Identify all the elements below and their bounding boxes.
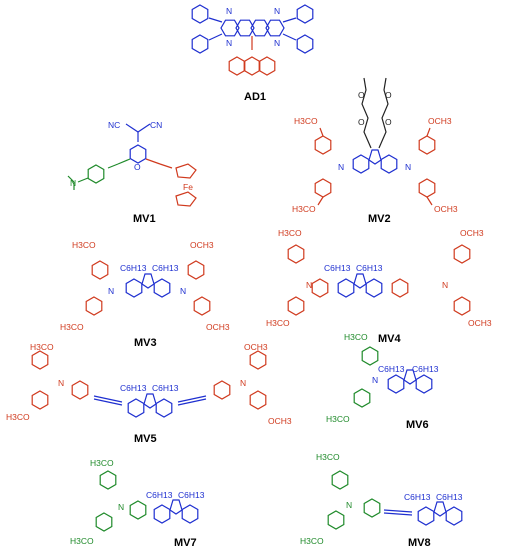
- methoxy-group: OCH3: [434, 204, 458, 214]
- label-mv8: MV8: [408, 537, 431, 549]
- molecule-mv4: C6H13 C6H13 N N H3CO H3CO OCH3 OCH3 MV4: [266, 228, 492, 345]
- alkyl-chain: C6H13: [120, 383, 147, 393]
- methoxy-group: H3CO: [30, 342, 54, 352]
- alkyl-chain: C6H13: [152, 383, 179, 393]
- label-mv6: MV6: [406, 419, 429, 431]
- label-mv5: MV5: [134, 433, 157, 445]
- atom-n: N: [405, 162, 411, 172]
- atom-n: N: [338, 162, 344, 172]
- alkyl-chain: C6H13: [324, 263, 351, 273]
- molecule-mv7: C6H13 C6H13 N H3CO H3CO MV7: [70, 458, 205, 549]
- atom-n: N: [274, 6, 280, 16]
- atom-o: O: [134, 162, 141, 172]
- methoxy-group: H3CO: [60, 322, 84, 332]
- methoxy-group: OCH3: [244, 342, 268, 352]
- methoxy-group: H3CO: [344, 332, 368, 342]
- label-mv2: MV2: [368, 213, 391, 225]
- methoxy-group: H3CO: [72, 240, 96, 250]
- atom-n: N: [240, 378, 246, 388]
- atom-n: N: [70, 178, 76, 188]
- methoxy-group: OCH3: [460, 228, 484, 238]
- methoxy-group: OCH3: [468, 318, 492, 328]
- molecule-mv2: O O O O N N H3CO H3CO OCH3 OCH3 MV2: [292, 77, 458, 225]
- atom-n: N: [346, 500, 352, 510]
- atom-o: O: [358, 117, 365, 127]
- atom-n: N: [226, 38, 232, 48]
- methoxy-group: H3CO: [278, 228, 302, 238]
- atom-n: N: [118, 502, 124, 512]
- molecule-mv3: C6H13 C6H13 N N H3CO H3CO OCH3 OCH3 MV3: [60, 240, 230, 349]
- label-mv4: MV4: [378, 333, 402, 345]
- alkyl-chain: C6H13: [412, 364, 439, 374]
- methoxy-group: OCH3: [428, 116, 452, 126]
- atom-o: O: [358, 90, 365, 100]
- methoxy-group: OCH3: [190, 240, 214, 250]
- label-mv1: MV1: [133, 213, 156, 225]
- label-mv3: MV3: [134, 337, 157, 349]
- methoxy-group: H3CO: [326, 414, 350, 424]
- label-ad1: AD1: [244, 91, 266, 103]
- atom-n: N: [372, 375, 378, 385]
- label-mv7: MV7: [174, 537, 197, 549]
- methoxy-group: OCH3: [206, 322, 230, 332]
- atom-n: N: [306, 280, 312, 290]
- molecule-mv6: C6H13 C6H13 N H3CO H3CO MV6: [326, 332, 439, 431]
- alkyl-chain: C6H13: [120, 263, 147, 273]
- methoxy-group: H3CO: [70, 536, 94, 546]
- alkyl-chain: C6H13: [152, 263, 179, 273]
- cn-group-right: CN: [150, 120, 162, 130]
- alkyl-chain: C6H13: [178, 490, 205, 500]
- molecule-ad1: N N N N AD1: [191, 4, 314, 103]
- atom-o: O: [385, 117, 392, 127]
- methoxy-group: OCH3: [268, 416, 292, 426]
- methoxy-group: H3CO: [292, 204, 316, 214]
- atom-n: N: [442, 280, 448, 290]
- methoxy-group: H3CO: [300, 536, 324, 546]
- alkyl-chain: C6H13: [436, 492, 463, 502]
- methoxy-group: H3CO: [6, 412, 30, 422]
- atom-n: N: [58, 378, 64, 388]
- atom-n: N: [274, 38, 280, 48]
- molecule-mv5: C6H13 C6H13 N N H3CO H3CO OCH3 OCH3 MV5: [6, 342, 292, 445]
- alkyl-chain: C6H13: [404, 492, 431, 502]
- molecule-mv8: C6H13 C6H13 N H3CO H3CO MV8: [300, 452, 463, 549]
- atom-n: N: [180, 286, 186, 296]
- methoxy-group: H3CO: [266, 318, 290, 328]
- methoxy-group: H3CO: [316, 452, 340, 462]
- cn-group-left: NC: [108, 120, 120, 130]
- alkyl-chain: C6H13: [146, 490, 173, 500]
- atom-n: N: [108, 286, 114, 296]
- methoxy-group: H3CO: [294, 116, 318, 126]
- alkyl-chain: C6H13: [378, 364, 405, 374]
- methoxy-group: H3CO: [90, 458, 114, 468]
- molecule-mv1: NC CN O N Fe MV1: [67, 120, 197, 225]
- atom-o: O: [385, 90, 392, 100]
- atom-n: N: [226, 6, 232, 16]
- alkyl-chain: C6H13: [356, 263, 383, 273]
- atom-fe: Fe: [183, 182, 193, 192]
